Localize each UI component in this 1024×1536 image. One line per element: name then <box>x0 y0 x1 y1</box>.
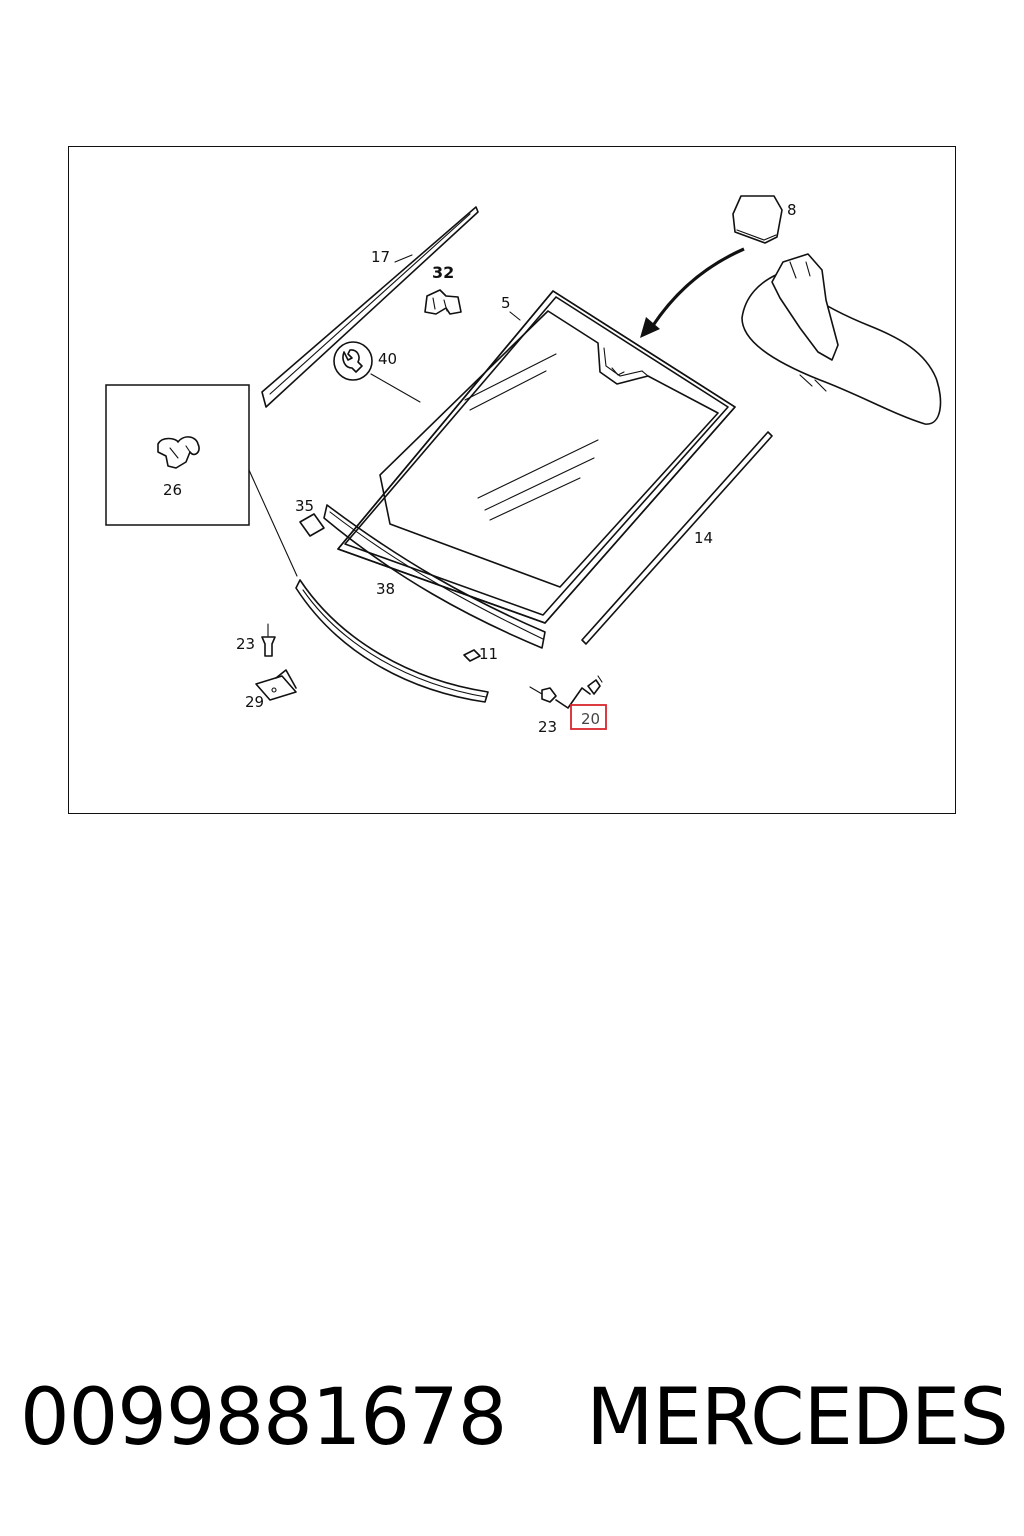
callout-32: 32 <box>432 263 454 282</box>
callout-23-left: 23 <box>236 635 255 653</box>
callout-40: 40 <box>378 350 397 368</box>
part-32-clip <box>424 289 462 315</box>
callout-11: 11 <box>479 645 498 663</box>
brand-name: MERCEDES <box>586 1373 1008 1463</box>
callout-38: 38 <box>376 580 395 598</box>
part-40-wrench-icon <box>333 341 421 403</box>
mirror-assembly <box>741 253 942 425</box>
part-8-sensor-cap <box>732 195 783 244</box>
callout-5: 5 <box>501 294 511 312</box>
part-26-inset <box>105 384 298 577</box>
seal-strip <box>295 579 489 703</box>
part-11-clip <box>463 649 481 662</box>
part-38-lower-trim <box>323 504 546 649</box>
callout-23-right: 23 <box>538 718 557 736</box>
callout-35: 35 <box>295 497 314 515</box>
part-8-arrow <box>640 247 745 338</box>
diagram-frame <box>68 146 956 814</box>
part-23-pin-right <box>529 686 557 703</box>
callout-26: 26 <box>163 481 182 499</box>
callout-29: 29 <box>245 693 264 711</box>
callout-8: 8 <box>787 201 797 219</box>
part-14-trim-strip <box>581 431 773 645</box>
highlight-box-20 <box>570 704 607 730</box>
footer-caption: 0099881678 MERCEDES <box>20 1368 1009 1468</box>
part-number: 0099881678 <box>20 1373 507 1463</box>
part-35-pad <box>299 513 325 537</box>
callout-20: 20 <box>581 710 600 728</box>
callout-17: 17 <box>371 248 390 266</box>
callout-14: 14 <box>694 529 713 547</box>
part-20-clip <box>555 675 603 709</box>
part-23-pin-left <box>261 623 276 657</box>
part-29-bracket <box>255 669 297 701</box>
part-5-windshield <box>337 290 736 624</box>
part-17-trim-strip <box>261 206 479 408</box>
